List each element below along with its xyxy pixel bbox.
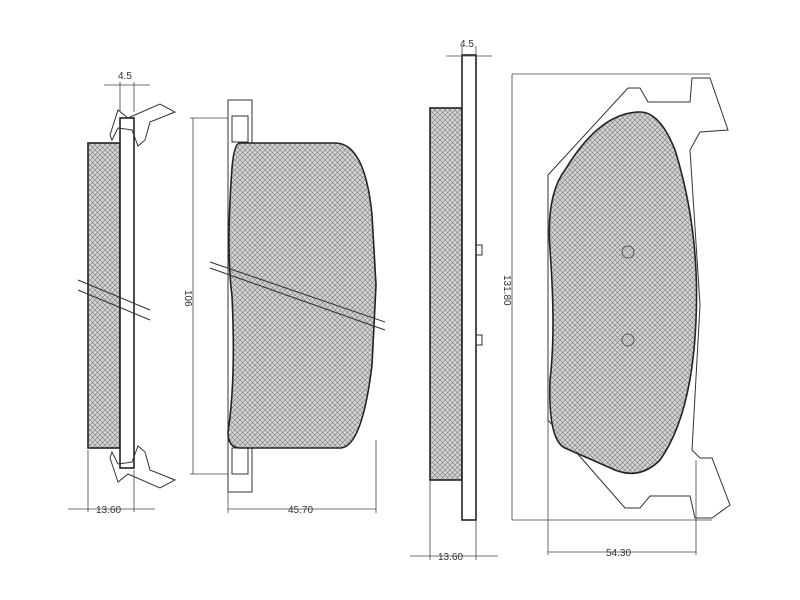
guide-pin <box>475 334 483 346</box>
large-pad-side-view: 4.5 13.60 <box>410 39 498 563</box>
dim-right-pad-thickness: 13.60 <box>438 552 463 563</box>
break-line <box>77 279 151 311</box>
bottom-spring-clip <box>109 445 177 489</box>
dim-right-plate-thickness: 4.5 <box>460 39 474 50</box>
large-pad-friction-material <box>548 111 698 475</box>
dim-rear-pad-width: 54.30 <box>606 548 631 559</box>
wear-sensor-line <box>209 261 386 323</box>
small-pad-side-view: 4.5 13.60 <box>68 71 177 516</box>
large-pad-front-view: 131.80 54.30 <box>501 73 731 559</box>
large-pad-friction-material <box>429 107 463 481</box>
bottom-clip-tab <box>231 447 249 475</box>
guide-pin <box>475 244 483 256</box>
dim-left-plate-thickness: 4.5 <box>118 71 132 82</box>
large-pad-backing-plate <box>461 54 477 521</box>
front-view-friction-pad <box>227 142 377 449</box>
small-pad-backing-plate <box>119 117 135 469</box>
dim-front-pad-height: 106 <box>182 290 193 307</box>
large-pad-backing-plate-outline <box>547 77 731 519</box>
dim-left-pad-thickness: 13.60 <box>96 505 121 516</box>
dim-rear-pad-height: 131.80 <box>501 275 512 306</box>
small-pad-front-view: 106 45.70 <box>182 99 386 516</box>
top-clip-tab <box>231 115 249 143</box>
top-spring-clip <box>109 103 177 147</box>
pad-hole <box>621 245 635 259</box>
break-line <box>77 289 151 321</box>
pad-hole <box>621 333 635 347</box>
wear-sensor-line <box>209 267 386 331</box>
dim-front-pad-width: 45.70 <box>288 505 313 516</box>
